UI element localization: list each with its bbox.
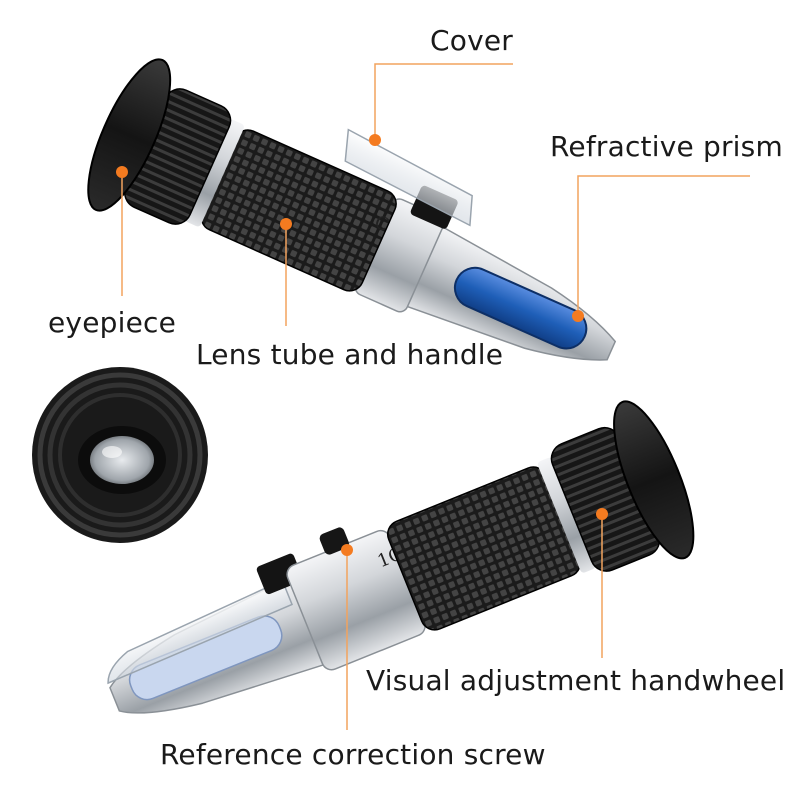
dot-prism <box>572 310 584 322</box>
prism-window <box>453 266 588 350</box>
label-cover: Cover <box>430 24 513 57</box>
cover-lid <box>344 128 473 227</box>
label-eyepiece: eyepiece <box>48 306 177 339</box>
bottom-refractometer: 1C <box>107 400 695 714</box>
eyepiece-cup <box>87 58 172 212</box>
leader-prism <box>577 175 750 316</box>
label-lens-tube: Lens tube and handle <box>196 338 504 371</box>
label-screw: Reference correction screw <box>160 738 546 771</box>
dot-handwheel <box>596 508 608 520</box>
dot-lens-tube <box>280 218 292 230</box>
leader-cover <box>374 63 513 138</box>
leader-lines <box>121 63 750 730</box>
dot-cover <box>369 134 381 146</box>
top-refractometer: C <box>87 58 617 361</box>
dot-eyepiece <box>116 166 128 178</box>
eyepiece-closeup <box>32 367 208 543</box>
label-prism: Refractive prism <box>550 130 783 163</box>
dot-screw <box>341 544 353 556</box>
eyepiece-lens <box>90 436 154 484</box>
marker-dots <box>116 134 608 556</box>
label-handwheel: Visual adjustment handwheel <box>366 664 786 697</box>
